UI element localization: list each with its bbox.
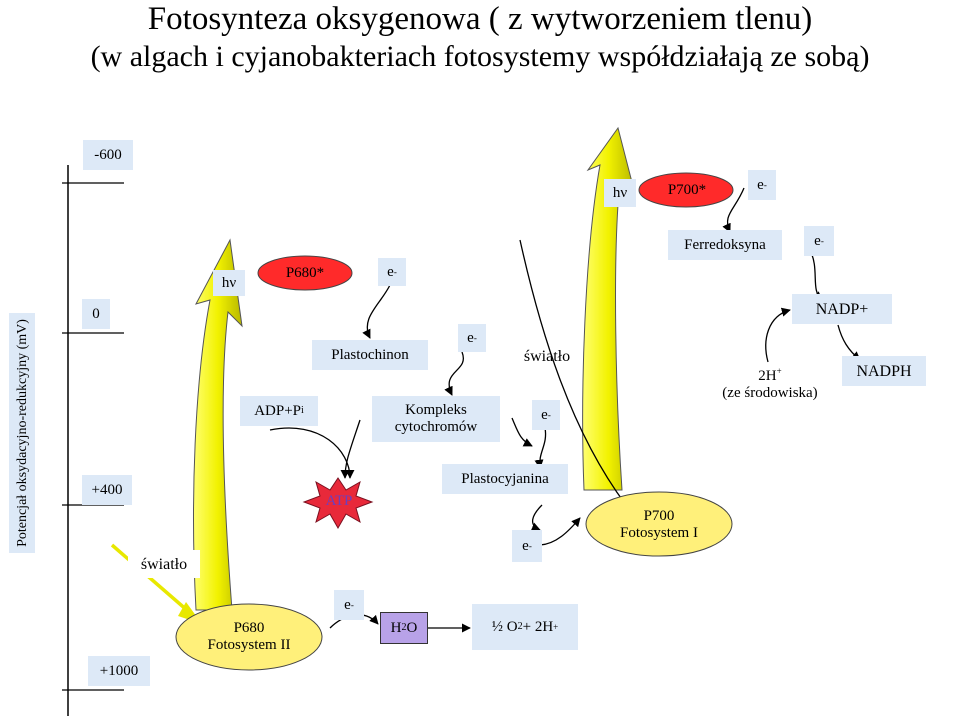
- p680-ps2-oval: [175, 603, 323, 671]
- electron-label-4: e-: [512, 530, 542, 562]
- hv-label-ps1: hν: [604, 179, 636, 207]
- p700-ps1-oval: [585, 491, 733, 557]
- light-arrow-ps1: [582, 126, 635, 491]
- swiatlo-label-ps1: światło: [523, 347, 571, 365]
- tick-0: 0: [82, 299, 110, 329]
- plastocyjanina-box: Plastocyjanina: [442, 464, 568, 494]
- electron-label-1: e-: [378, 258, 406, 286]
- p680-star-label: P680*: [285, 264, 325, 281]
- electron-label-7: e-: [334, 590, 364, 620]
- tick-plus1000: +1000: [88, 656, 150, 686]
- tick-minus600: -600: [83, 140, 133, 170]
- potential-axis: [62, 165, 124, 716]
- nadph-box: NADPH: [842, 356, 926, 386]
- p680-star-oval: [257, 255, 353, 291]
- swiatlo-label-ps2: światło: [128, 550, 200, 578]
- p700-star-oval: [638, 172, 734, 208]
- hv-label-ps2: hν: [213, 270, 245, 296]
- electron-label-6: e-: [804, 226, 834, 256]
- plastochinon-box: Plastochinon: [312, 340, 428, 370]
- axis-label: Potencjał oksydacyjno-redukcyjny (mV): [9, 313, 35, 553]
- page-subtitle: (w algach i cyjanobakteriach fotosystemy…: [90, 40, 870, 73]
- electron-label-5: e-: [748, 170, 776, 200]
- nadp-plus-box: NADP+: [792, 294, 892, 324]
- atp-star: [302, 477, 374, 530]
- incoming-light-arrow: [110, 543, 198, 620]
- page-title: Fotosynteza oksygenowa ( z wytworzeniem …: [147, 1, 813, 37]
- electron-label-2: e-: [458, 324, 486, 352]
- tick-plus400: +400: [82, 475, 132, 505]
- p700-star-label: P700*: [667, 181, 707, 198]
- two-h-plus-label: 2H+(ze środowiska): [722, 366, 818, 402]
- electron-label-3: e-: [532, 400, 560, 430]
- ferredoksyna-box: Ferredoksyna: [668, 230, 782, 260]
- atp-label: ATP: [325, 492, 353, 509]
